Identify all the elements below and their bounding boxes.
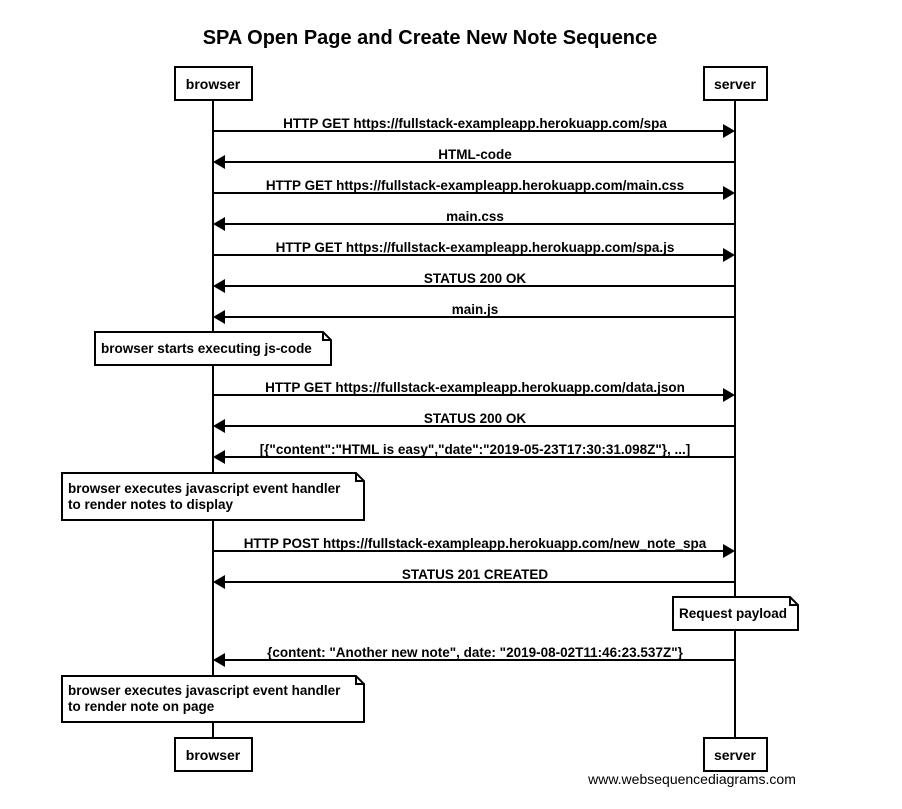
message-arrow: main.js (213, 302, 735, 324)
message-arrow: STATUS 200 OK (213, 411, 735, 433)
message-label: {content: "Another new note", date: "201… (267, 645, 683, 660)
participant-label: server (714, 76, 757, 92)
message-arrow: HTML-code (213, 147, 735, 169)
message-arrow: HTTP GET https://fullstack-exampleapp.he… (213, 116, 735, 138)
message-label: HTTP POST https://fullstack-exampleapp.h… (244, 536, 707, 551)
message-label: main.css (446, 209, 504, 224)
participant-label: server (714, 747, 757, 763)
participant-server-top: server (703, 66, 768, 101)
message-arrow: {content: "Another new note", date: "201… (213, 645, 735, 667)
participant-label: browser (186, 76, 241, 92)
message-label: HTTP GET https://fullstack-exampleapp.he… (276, 240, 675, 255)
message-arrow: [{"content":"HTML is easy","date":"2019-… (213, 442, 735, 464)
message-label: HTTP GET https://fullstack-exampleapp.he… (265, 380, 685, 395)
note-line: browser starts executing js-code (101, 341, 312, 356)
message-label: STATUS 200 OK (424, 411, 527, 426)
note-line: to render note on page (68, 699, 215, 714)
participant-browser-bottom: browser (174, 737, 253, 772)
note-box: browser starts executing js-code (94, 331, 332, 366)
footer-watermark: www.websequencediagrams.com (587, 771, 796, 787)
note-box: browser executes javascript event handle… (61, 675, 365, 723)
message-arrow: HTTP GET https://fullstack-exampleapp.he… (213, 178, 735, 200)
message-label: main.js (452, 302, 499, 317)
note-line: to render notes to display (68, 497, 234, 512)
message-label: HTTP GET https://fullstack-exampleapp.he… (266, 178, 684, 193)
message-arrow: HTTP POST https://fullstack-exampleapp.h… (213, 536, 735, 558)
note-box: Request payload (672, 596, 799, 631)
note-line: Request payload (679, 606, 787, 621)
message-label: STATUS 200 OK (424, 271, 527, 286)
message-arrow: HTTP GET https://fullstack-exampleapp.he… (213, 240, 735, 262)
message-label: [{"content":"HTML is easy","date":"2019-… (260, 442, 691, 457)
participant-label: browser (186, 747, 241, 763)
note-line: browser executes javascript event handle… (68, 683, 341, 698)
diagram-title: SPA Open Page and Create New Note Sequen… (203, 27, 658, 49)
message-label: STATUS 201 CREATED (402, 567, 549, 582)
message-arrow: STATUS 200 OK (213, 271, 735, 293)
message-arrow: main.css (213, 209, 735, 231)
note-line: browser executes javascript event handle… (68, 481, 341, 496)
note-box: browser executes javascript event handle… (61, 472, 365, 521)
participant-server-bottom: server (703, 737, 768, 772)
participant-browser-top: browser (174, 66, 253, 101)
message-arrow: STATUS 201 CREATED (213, 567, 735, 589)
message-label: HTML-code (438, 147, 512, 162)
message-label: HTTP GET https://fullstack-exampleapp.he… (283, 116, 667, 131)
message-arrow: HTTP GET https://fullstack-exampleapp.he… (213, 380, 735, 402)
